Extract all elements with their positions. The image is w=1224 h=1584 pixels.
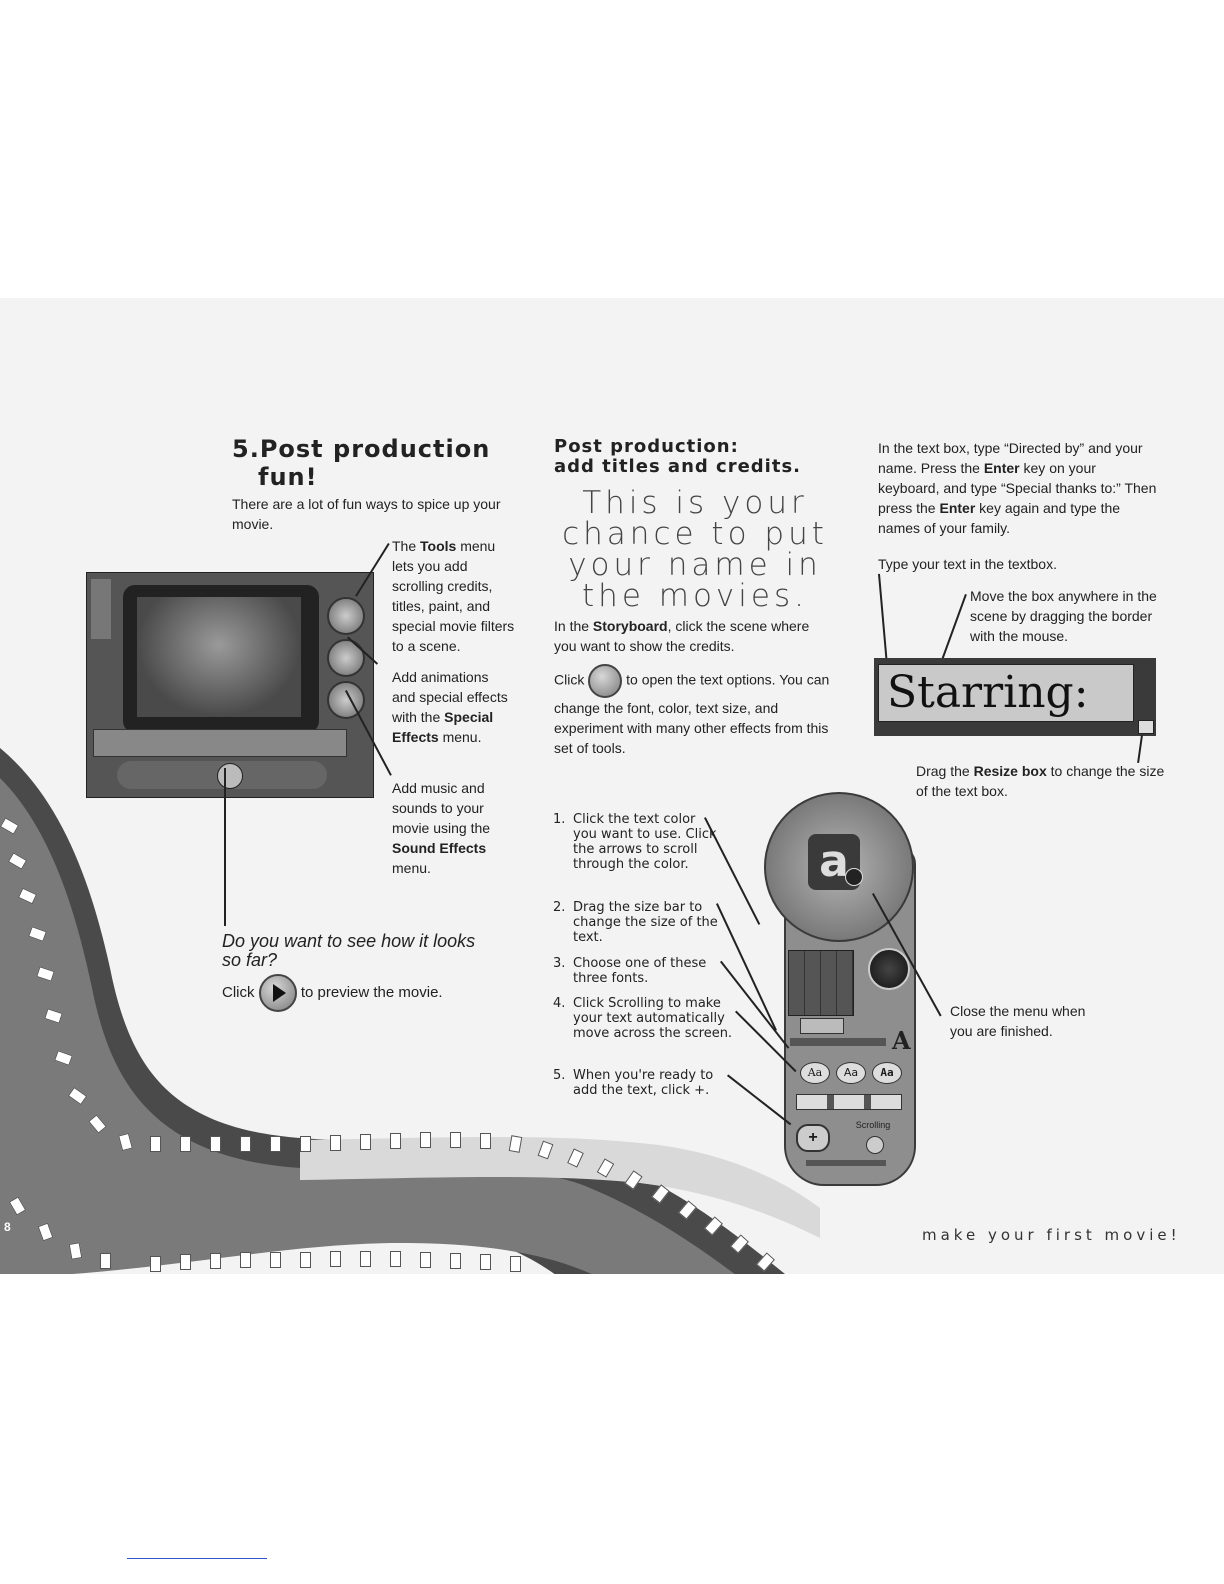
tools-callout: The Tools menu lets you add scrolling cr… bbox=[392, 538, 515, 654]
scrolling-button[interactable]: Scrolling bbox=[855, 1120, 891, 1130]
textbox-frame[interactable]: Starring: bbox=[874, 658, 1156, 736]
close-menu-button[interactable] bbox=[845, 868, 863, 886]
font-button-1[interactable]: Aa bbox=[800, 1062, 830, 1084]
leader-line bbox=[939, 594, 967, 665]
move-box-callout: Move the box anywhere in the scene by dr… bbox=[970, 588, 1157, 644]
palette-knob[interactable] bbox=[868, 948, 910, 990]
leader-line bbox=[1137, 735, 1143, 763]
leader-line bbox=[224, 768, 226, 926]
textbox-sample-text: Starring: bbox=[887, 667, 1089, 718]
text-options-instruction: Click to open the text options. You can … bbox=[554, 664, 834, 758]
text-tool-icon bbox=[588, 664, 623, 698]
storyboard-instruction: In the Storyboard, click the scene where… bbox=[554, 618, 810, 654]
step-5: 5.When you're ready to add the text, cli… bbox=[553, 1068, 714, 1098]
section-title-line2: fun! bbox=[258, 463, 318, 491]
step-1: 1.Click the text color you want to use. … bbox=[553, 812, 717, 872]
size-bar[interactable] bbox=[790, 1038, 886, 1046]
preview-question: Do you want to see how it looks so far? bbox=[222, 931, 476, 970]
step-3: 3.Choose one of these three fonts. bbox=[553, 956, 707, 986]
tools-menu-button[interactable] bbox=[327, 597, 365, 635]
alignment-buttons[interactable] bbox=[796, 1094, 902, 1110]
size-label: A bbox=[892, 1026, 911, 1055]
font-button-3[interactable]: Aa bbox=[872, 1062, 902, 1084]
sound-callout: Add music and sounds to your movie using… bbox=[392, 780, 491, 876]
preview-instruction: Click to preview the movie. bbox=[222, 974, 522, 1012]
color-scroll-arrows[interactable] bbox=[800, 1018, 844, 1034]
play-button[interactable] bbox=[217, 763, 243, 789]
preview-monitor bbox=[123, 585, 319, 733]
manual-page: 5.Post production fun! There are a lot o… bbox=[0, 298, 1224, 1274]
play-icon bbox=[258, 974, 297, 1012]
type-text-instruction: Type your text in the textbox. bbox=[878, 556, 1057, 572]
page-number: 8 bbox=[4, 1220, 11, 1234]
mid-heading-line1: Post production: bbox=[554, 436, 739, 457]
mid-heading: Post production: add titles and credits. bbox=[554, 437, 801, 477]
editor-screenshot bbox=[86, 572, 374, 798]
footer-tagline: make your first movie! bbox=[922, 1226, 1181, 1244]
textbox-instructions: In the text box, type “Directed by” and … bbox=[878, 440, 1157, 536]
add-text-button[interactable]: + bbox=[796, 1124, 830, 1152]
special-effects-button[interactable] bbox=[327, 639, 365, 677]
resize-box[interactable] bbox=[1138, 720, 1154, 734]
bottom-slider[interactable] bbox=[806, 1160, 886, 1166]
pull-quote: This is your chance to put your name in … bbox=[562, 485, 828, 614]
storyboard-strip[interactable] bbox=[93, 729, 347, 757]
resize-callout: Drag the Resize box to change the size o… bbox=[916, 763, 1165, 799]
effects-callout: Add animations and special effects with … bbox=[392, 669, 508, 745]
leader-line bbox=[878, 573, 888, 666]
preview-frame bbox=[137, 597, 301, 717]
intro-text: There are a lot of fun ways to spice up … bbox=[232, 496, 501, 532]
mid-heading-line2: add titles and credits. bbox=[554, 456, 801, 477]
close-menu-callout: Close the menu when you are finished. bbox=[950, 1003, 1086, 1039]
sound-effects-button[interactable] bbox=[327, 681, 365, 719]
page-divider bbox=[127, 1558, 267, 1559]
font-button-2[interactable]: Aa bbox=[836, 1062, 866, 1084]
section-title-line1: 5.Post production bbox=[232, 435, 491, 463]
scrolling-toggle[interactable] bbox=[866, 1136, 884, 1154]
step-2: 2.Drag the size bar to change the size o… bbox=[553, 900, 718, 945]
color-palette-grid[interactable] bbox=[788, 950, 854, 1016]
side-icons bbox=[91, 579, 111, 639]
textbox[interactable]: Starring: bbox=[878, 664, 1134, 722]
step-4: 4.Click Scrolling to make your text auto… bbox=[553, 996, 733, 1041]
section-title: 5.Post production fun! bbox=[232, 435, 490, 491]
